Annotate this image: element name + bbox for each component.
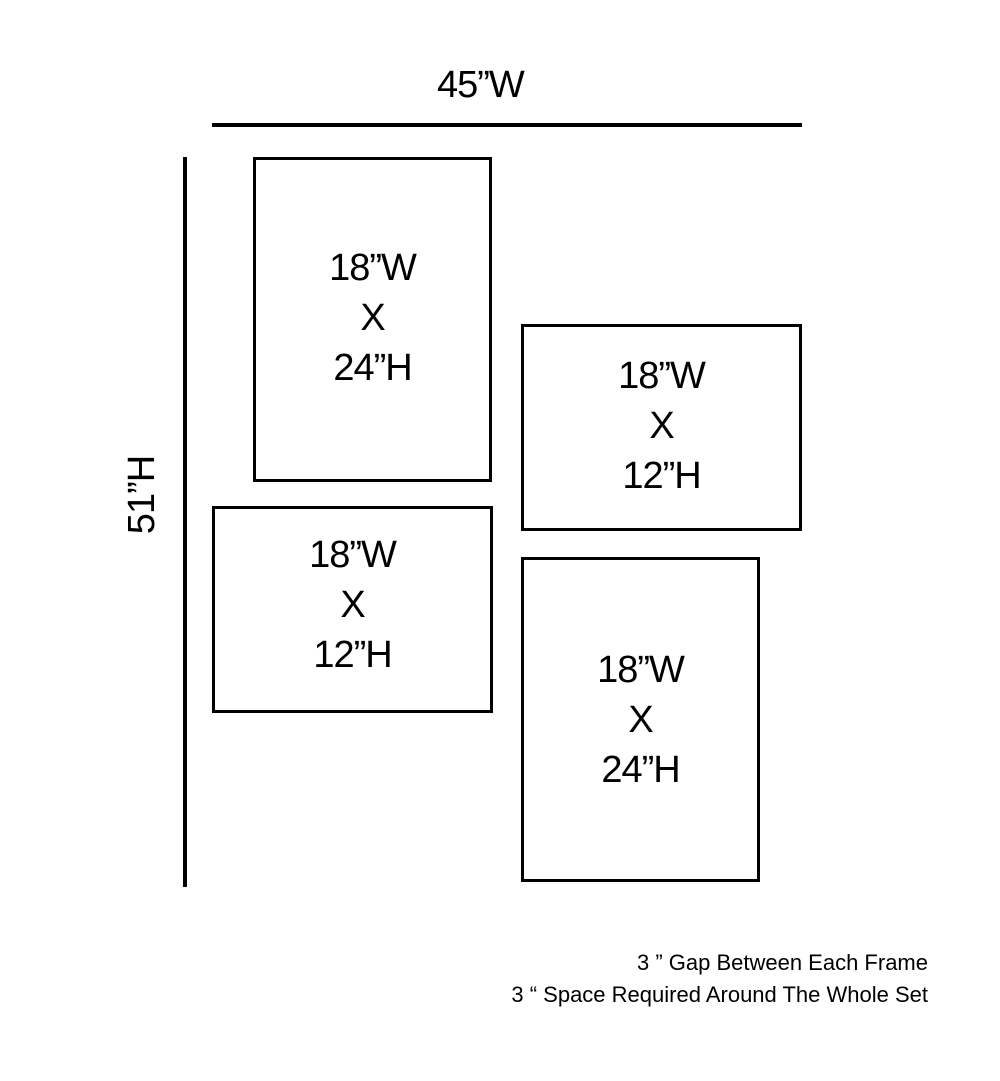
frame-height: 12”H <box>622 454 701 497</box>
overall-width-line <box>212 123 802 127</box>
frame-top-left-portrait: 18”W X 24”H <box>253 157 492 482</box>
frame-width: 18”W <box>329 246 417 289</box>
overall-height-label: 51”H <box>121 455 163 535</box>
frame-height: 24”H <box>333 346 412 389</box>
frame-width: 18”W <box>309 533 397 576</box>
frame-separator: X <box>340 583 365 626</box>
frame-separator: X <box>360 296 385 339</box>
note-space: 3 “ Space Required Around The Whole Set <box>511 982 928 1007</box>
frame-width: 18”W <box>618 354 706 397</box>
frame-separator: X <box>628 698 653 741</box>
frame-bottom-left-landscape: 18”W X 12”H <box>212 506 493 713</box>
frame-separator: X <box>649 404 674 447</box>
frame-height: 12”H <box>313 633 392 676</box>
overall-height-line <box>183 157 187 887</box>
frame-height: 24”H <box>601 748 680 791</box>
notes: 3 ” Gap Between Each Frame 3 “ Space Req… <box>511 947 928 1011</box>
overall-width-label: 45”W <box>437 64 525 106</box>
frame-bottom-right-portrait: 18”W X 24”H <box>521 557 760 882</box>
frame-width: 18”W <box>597 648 685 691</box>
note-gap: 3 ” Gap Between Each Frame <box>636 950 928 975</box>
frame-top-right-landscape: 18”W X 12”H <box>521 324 802 531</box>
